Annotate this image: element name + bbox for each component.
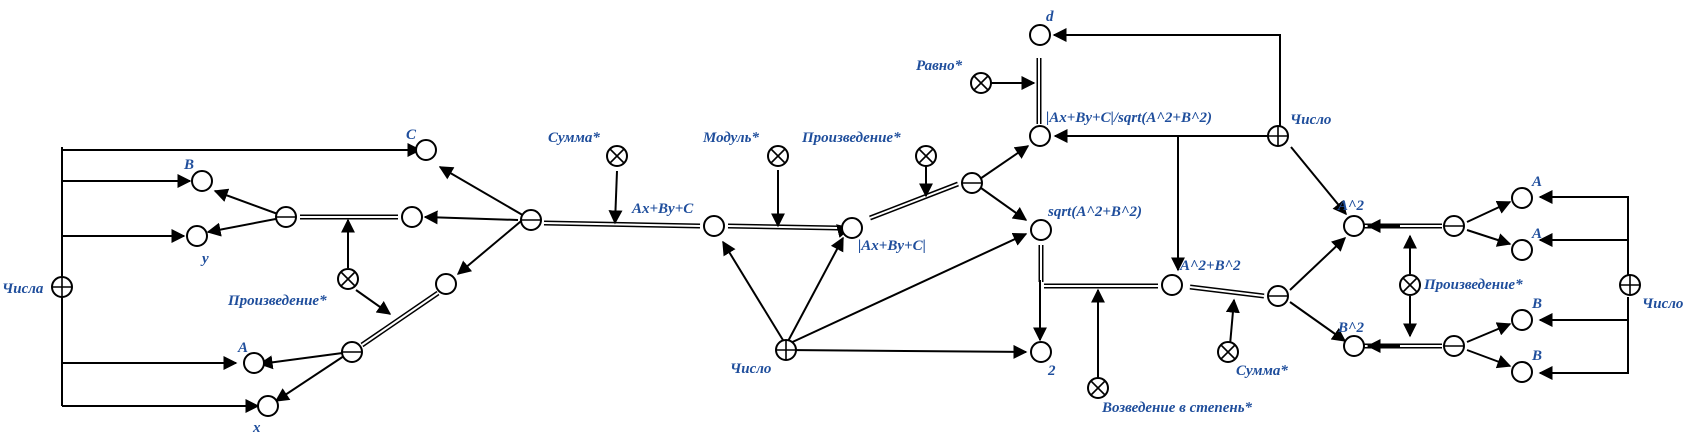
edges-right [1053, 129, 1629, 380]
node-x [257, 395, 279, 417]
node-tuple-center [520, 209, 542, 231]
node-A-r2 [1511, 239, 1533, 261]
node-tuple-mid [961, 172, 983, 194]
node-op-proizvedenie-left [337, 268, 359, 290]
label-abs-expr: |Ax+By+C| [858, 238, 926, 254]
node-C [415, 139, 437, 161]
node-chislo-mid [775, 339, 797, 361]
label-B-sq: B^2 [1337, 320, 1365, 336]
node-chisla-left [51, 276, 73, 298]
node-expr [703, 215, 725, 237]
node-A-left [243, 352, 265, 374]
node-op-proizvedenie-right [1399, 274, 1421, 296]
node-y [186, 225, 208, 247]
label-dist-expr: |Ax+By+C|/sqrt(A^2+B^2) [1046, 110, 1212, 126]
node-tuple-left-1 [275, 206, 297, 228]
node-B-left [191, 170, 213, 192]
label-B-r1: B [1531, 296, 1542, 312]
label-A-left: A [237, 340, 248, 356]
node-op-vozvedenie [1087, 377, 1109, 399]
label-y: y [200, 251, 209, 267]
node-tuple-A [1443, 215, 1465, 237]
label-summa-right: Сумма* [1236, 363, 1288, 379]
label-two: 2 [1047, 363, 1056, 379]
node-B-r2 [1511, 361, 1533, 383]
label-d: d [1046, 9, 1054, 25]
label-proizvedenie-mid: Произведение* [801, 130, 901, 146]
node-chislo-right [1619, 274, 1641, 296]
label-A-r2: A [1531, 226, 1542, 242]
node-A-r1 [1511, 187, 1533, 209]
label-chisla: Числа [2, 281, 44, 297]
node-lower-left [435, 273, 457, 295]
label-chislo-top: Число [1290, 112, 1331, 128]
node-B-r1 [1511, 309, 1533, 331]
label-chislo-mid: Число [730, 361, 771, 377]
label-B-left: B [183, 157, 194, 173]
node-abs-expr [841, 217, 863, 239]
node-op-summa-left [606, 145, 628, 167]
label-A-sq: A^2 [1337, 198, 1365, 214]
node-mid-left [401, 206, 423, 228]
node-chislo-top [1267, 125, 1289, 147]
label-A-r1: A [1531, 174, 1542, 190]
label-proizvedenie-left: Произведение* [227, 293, 327, 309]
node-op-summa-right [1217, 341, 1239, 363]
label-x: x [252, 420, 261, 436]
node-sum-sq [1161, 274, 1183, 296]
node-tuple-B [1443, 335, 1465, 357]
node-op-modul [767, 145, 789, 167]
label-C: C [406, 127, 417, 143]
label-ravno: Равно* [916, 58, 963, 74]
label-chislo-right: Число [1642, 296, 1683, 312]
label-sum-sq: A^2+B^2 [1179, 258, 1241, 274]
label-B-r2: B [1531, 348, 1542, 364]
label-proizvedenie-right: Произведение* [1423, 277, 1523, 293]
node-two [1030, 341, 1052, 363]
edges-left [61, 143, 701, 413]
node-sqrt-expr [1030, 219, 1052, 241]
node-dist-expr [1029, 125, 1051, 147]
node-d [1029, 24, 1051, 46]
label-summa-left: Сумма* [548, 130, 600, 146]
node-A-sq [1343, 215, 1365, 237]
node-tuple-right [1267, 285, 1289, 307]
node-tuple-left-2 [341, 341, 363, 363]
label-modul: Модуль* [702, 130, 759, 146]
node-op-proizvedenie-mid [915, 145, 937, 167]
label-expr: Ax+By+C [631, 201, 694, 217]
edges-middle [722, 28, 1281, 378]
label-vozvedenie: Возведение в степень* [1101, 400, 1253, 416]
label-sqrt-expr: sqrt(A^2+B^2) [1047, 204, 1142, 220]
node-op-ravno [970, 72, 992, 94]
node-B-sq [1343, 335, 1365, 357]
